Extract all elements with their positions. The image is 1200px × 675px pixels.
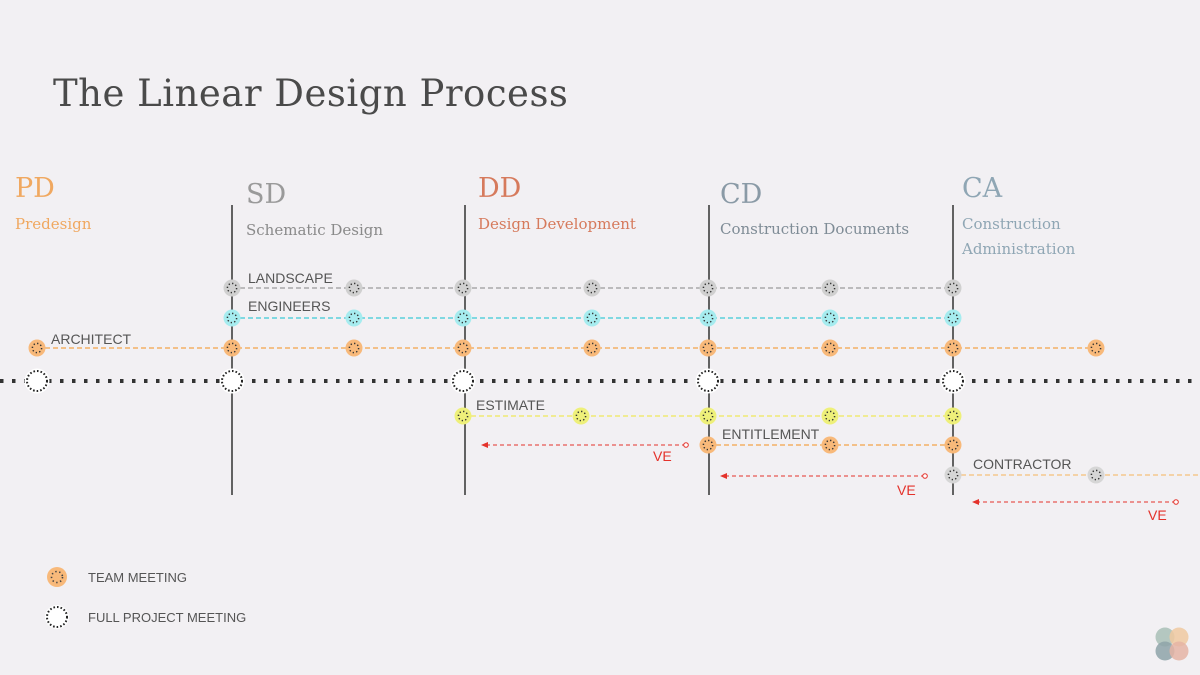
track-label-contractor: CONTRACTOR [973, 456, 1072, 472]
phase-name-cd: Construction Documents [720, 220, 910, 238]
team-meeting-node-entitlement [821, 436, 839, 454]
team-meeting-node-architect [223, 339, 241, 357]
team-meeting-node-engineers [699, 309, 717, 327]
team-meeting-node-architect [28, 339, 46, 357]
team-meeting-node-architect [699, 339, 717, 357]
team-meeting-node-engineers [944, 309, 962, 327]
team-meeting-node-estimate [454, 407, 472, 425]
team-meeting-node-estimate [572, 407, 590, 425]
team-meeting-node-contractor [1087, 466, 1105, 484]
phase-code-ca: CA [962, 173, 1003, 204]
team-meeting-node-architect [821, 339, 839, 357]
team-meeting-icon [47, 567, 67, 587]
phase-name-ca-line2: Administration [962, 240, 1076, 258]
team-meeting-node-engineers [345, 309, 363, 327]
phase-code-cd: CD [720, 179, 763, 210]
team-meeting-node-entitlement [944, 436, 962, 454]
team-meeting-node-architect [583, 339, 601, 357]
team-meeting-node-landscape [699, 279, 717, 297]
track-label-landscape: LANDSCAPE [248, 270, 333, 286]
ve-arrow [972, 499, 1179, 505]
logo-icon [1155, 627, 1189, 661]
page-title: The Linear Design Process [53, 72, 569, 115]
legend-team-meeting: TEAM MEETING [44, 564, 187, 590]
team-meeting-node-engineers [583, 309, 601, 327]
track-label-architect: ARCHITECT [51, 331, 132, 347]
team-meeting-node-architect [454, 339, 472, 357]
team-meeting-node-engineers [821, 309, 839, 327]
track-label-entitlement: ENTITLEMENT [722, 426, 820, 442]
team-meeting-node-landscape [454, 279, 472, 297]
full-project-meeting-icon [45, 605, 69, 629]
team-meeting-node-estimate [699, 407, 717, 425]
team-meeting-node-landscape [821, 279, 839, 297]
full-project-meeting-node [219, 368, 245, 394]
phase-code-pd: PD [15, 173, 55, 204]
ve-arrow [481, 442, 689, 448]
team-meeting-node-architect [1087, 339, 1105, 357]
team-meeting-node-landscape [583, 279, 601, 297]
team-meeting-node-entitlement [699, 436, 717, 454]
phase-code-sd: SD [246, 179, 287, 210]
team-meeting-node-architect [944, 339, 962, 357]
ve-arrow [720, 473, 928, 479]
team-meeting-node-landscape [223, 279, 241, 297]
team-meeting-node-engineers [454, 309, 472, 327]
team-meeting-node-landscape [345, 279, 363, 297]
ve-label-ca: VE [1148, 507, 1167, 523]
phase-code-dd: DD [478, 173, 522, 204]
track-label-estimate: ESTIMATE [476, 397, 545, 413]
legend-full-project-meeting: FULL PROJECT MEETING [44, 604, 246, 630]
phase-name-dd: Design Development [478, 215, 636, 233]
legend-team-meeting-label: TEAM MEETING [88, 569, 187, 585]
team-meeting-node-estimate [944, 407, 962, 425]
full-project-meeting-node [24, 368, 50, 394]
full-project-meeting-node [695, 368, 721, 394]
phase-name-ca-line1: Construction [962, 215, 1061, 233]
full-project-meeting-node [450, 368, 476, 394]
team-meeting-node-architect [345, 339, 363, 357]
team-meeting-node-contractor [944, 466, 962, 484]
track-label-engineers: ENGINEERS [248, 298, 330, 314]
full-project-meeting-node [940, 368, 966, 394]
legend-full-project-meeting-label: FULL PROJECT MEETING [88, 609, 247, 625]
team-meeting-node-landscape [944, 279, 962, 297]
phase-name-sd: Schematic Design [246, 221, 384, 239]
ve-label-dd: VE [653, 448, 672, 464]
team-meeting-node-engineers [223, 309, 241, 327]
phase-name-pd: Predesign [15, 215, 92, 233]
team-meeting-node-estimate [821, 407, 839, 425]
ve-label-cd: VE [897, 482, 916, 498]
